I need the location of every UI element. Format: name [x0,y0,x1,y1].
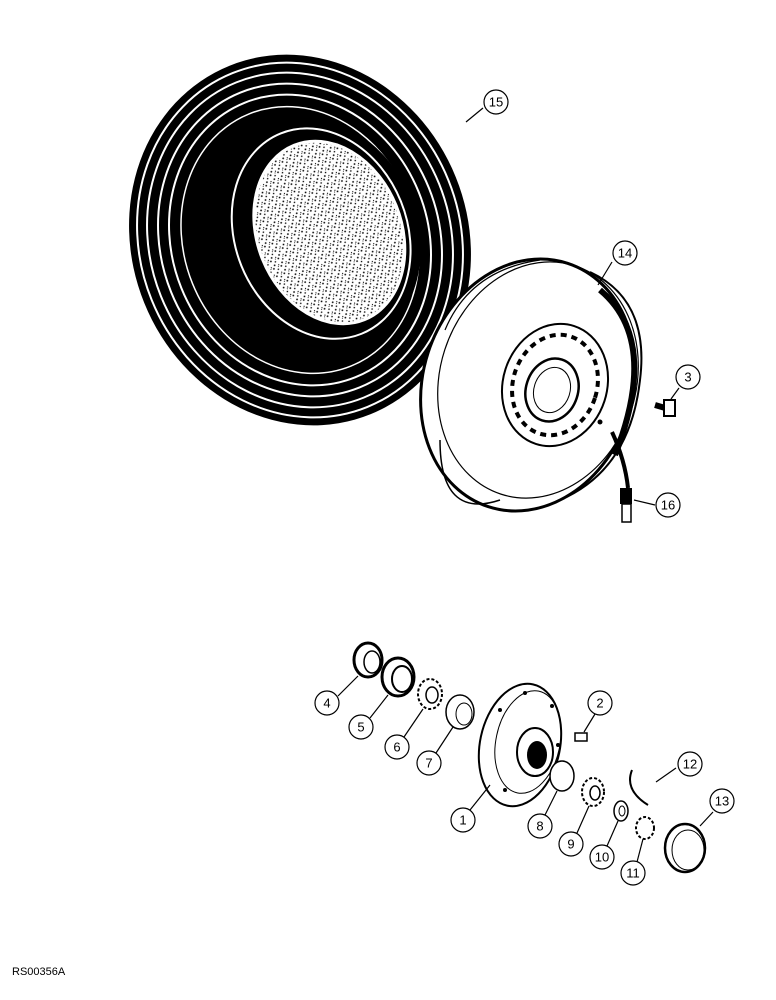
valve-stem [610,431,632,523]
callout-label: 11 [626,866,640,881]
bearing-cone-outer [581,777,605,807]
bearing-cup-inner [445,694,475,730]
callout-label: 10 [595,850,609,865]
callout-label: 14 [618,246,632,261]
callout-11: 11 [620,838,646,886]
callout-1: 1 [450,784,491,833]
hub [477,682,563,808]
callout-label: 9 [567,837,574,852]
callout-4: 4 [314,675,359,716]
callout-label: 7 [425,756,432,771]
callout-label: 16 [661,498,675,513]
callout-10: 10 [589,820,619,870]
washer [613,800,629,822]
callout-label: 5 [357,720,364,735]
bearing-cup-outer [352,641,384,679]
callout-7: 7 [416,726,454,776]
callout-label: 4 [323,696,330,711]
callout-16: 16 [633,492,681,518]
seal [380,656,416,698]
callout-12: 12 [655,751,703,783]
callout-3: 3 [670,364,701,400]
wheel-rim [419,257,643,513]
hub-cap [663,822,707,874]
callout-9: 9 [558,805,590,857]
callout-label: 2 [596,696,603,711]
bearing-cup-outer-2 [549,760,575,792]
castle-nut [635,816,655,840]
callout-14: 14 [597,240,638,286]
wheel-bolt [654,399,676,417]
callout-label: 3 [684,370,691,385]
callout-13: 13 [699,788,735,827]
tire [129,54,471,426]
callout-2: 2 [583,690,613,733]
figure-reference-code: RS00356A [12,966,66,978]
callout-label: 12 [683,757,697,772]
callout-label: 13 [715,794,729,809]
grease-fitting [574,732,588,742]
callout-label: 15 [489,95,503,110]
callout-8: 8 [527,790,558,839]
bearing-cone-inner [417,678,443,710]
cotter-pin [629,769,649,806]
callout-label: 6 [393,740,400,755]
callout-label: 1 [459,813,466,828]
callout-6: 6 [384,708,424,760]
callout-label: 8 [536,819,543,834]
callout-5: 5 [348,694,389,740]
callout-15: 15 [465,89,509,123]
